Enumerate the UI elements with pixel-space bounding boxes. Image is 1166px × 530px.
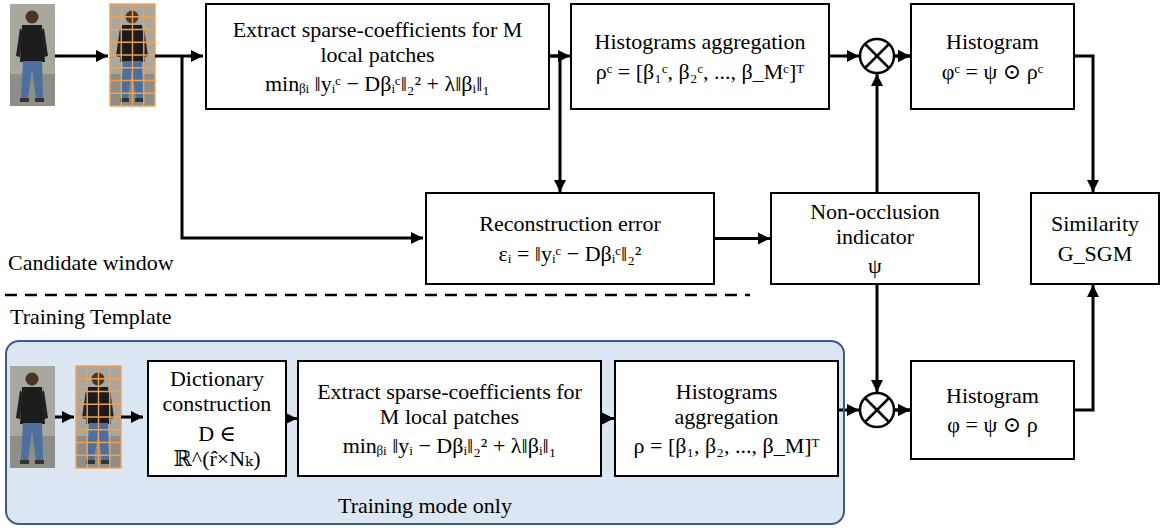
box-formula: G_SGM — [1058, 241, 1133, 266]
box-title: Similarity — [1051, 211, 1139, 236]
process-box: Histogram φᶜ = ψ ⊙ ρᶜ — [910, 3, 1075, 110]
box-formula: φ = ψ ⊙ ρ — [947, 412, 1037, 437]
separator-line — [5, 294, 750, 297]
candidate-photo — [10, 4, 55, 106]
flow-arrow — [877, 285, 910, 410]
process-box: Histograms aggregation ρᶜ = [β₁ᶜ, β₂ᶜ, ..… — [570, 3, 830, 110]
template-photo-grid — [76, 366, 121, 468]
box-formula: ρᶜ = [β₁ᶜ, β₂ᶜ, ..., β_Mᶜ]ᵀ — [596, 59, 805, 84]
candidate-photo-grid — [110, 4, 155, 106]
multiply-symbol — [847, 39, 894, 86]
photo-arrow — [55, 416, 74, 419]
process-box: Reconstruction error εᵢ = ‖yᵢᶜ − Dβᵢᶜ‖₂² — [425, 192, 715, 285]
flow-arrow — [550, 56, 560, 192]
box-formula: ψ — [868, 253, 882, 278]
flow-arrow — [287, 417, 297, 420]
multiply-symbol — [847, 380, 894, 427]
box-formula: εᵢ = ‖yᵢᶜ − Dβᵢᶜ‖₂² — [499, 241, 642, 266]
group-footer: Training mode only — [7, 493, 843, 519]
box-title: Reconstruction error — [479, 211, 660, 236]
process-box: Dictionary constructionD ∈ ℝ^(r̂×Nₖ) — [147, 360, 287, 477]
flow-arrow — [715, 237, 770, 240]
process-box: Non-occlusion indicator ψ — [770, 192, 980, 285]
flow-arrow — [877, 56, 910, 192]
section-label: Candidate window — [8, 250, 174, 276]
box-title: Histogram — [946, 29, 1039, 54]
process-box: SimilarityG_SGM — [1030, 192, 1160, 285]
patch-grid — [76, 366, 121, 468]
photo-arrow — [121, 416, 143, 419]
flow-arrow — [602, 417, 614, 420]
box-title: Histograms aggregation — [595, 29, 806, 54]
box-formula: φᶜ = ψ ⊙ ρᶜ — [942, 59, 1044, 84]
flow-arrow — [1075, 56, 1093, 192]
box-title: Extract sparse-coefficients for M local … — [213, 17, 542, 68]
box-formula: minᵦᵢ ‖yᵢ − Dβᵢ‖₂² + λ‖βᵢ‖₁ — [343, 433, 557, 458]
box-formula: ρ = [β₁, β₂, ..., β_M]ᵀ — [634, 433, 820, 458]
process-box: Extract sparse-coefficients for M local … — [297, 360, 602, 477]
box-formula: D ∈ ℝ^(r̂×Nₖ) — [155, 421, 279, 472]
box-title: Dictionary construction — [155, 366, 279, 417]
training-group: Training TemplateTraining mode onlyDicti… — [5, 340, 845, 525]
photo-arrow — [155, 55, 203, 58]
box-formula: minᵦᵢ ‖yᵢᶜ − Dβᵢᶜ‖₂² + λ‖βᵢ‖₁ — [265, 71, 490, 96]
process-box: Histograms aggregation ρ = [β₁, β₂, ..., … — [614, 360, 839, 477]
box-title: Extract sparse-coefficients for M local … — [305, 379, 594, 430]
training-group-fill — [6, 341, 844, 524]
group-heading: Training Template — [10, 304, 172, 330]
patch-grid — [110, 4, 155, 106]
box-title: Histograms aggregation — [622, 379, 831, 430]
photo-arrow — [55, 55, 108, 58]
box-title: Histogram — [946, 383, 1039, 408]
process-box: Histogram φ = ψ ⊙ ρ — [910, 360, 1075, 460]
flow-arrow — [1075, 285, 1093, 410]
process-box: Extract sparse-coefficients for M local … — [205, 3, 550, 110]
template-photo — [10, 366, 55, 468]
box-title: Non-occlusion indicator — [778, 199, 972, 250]
